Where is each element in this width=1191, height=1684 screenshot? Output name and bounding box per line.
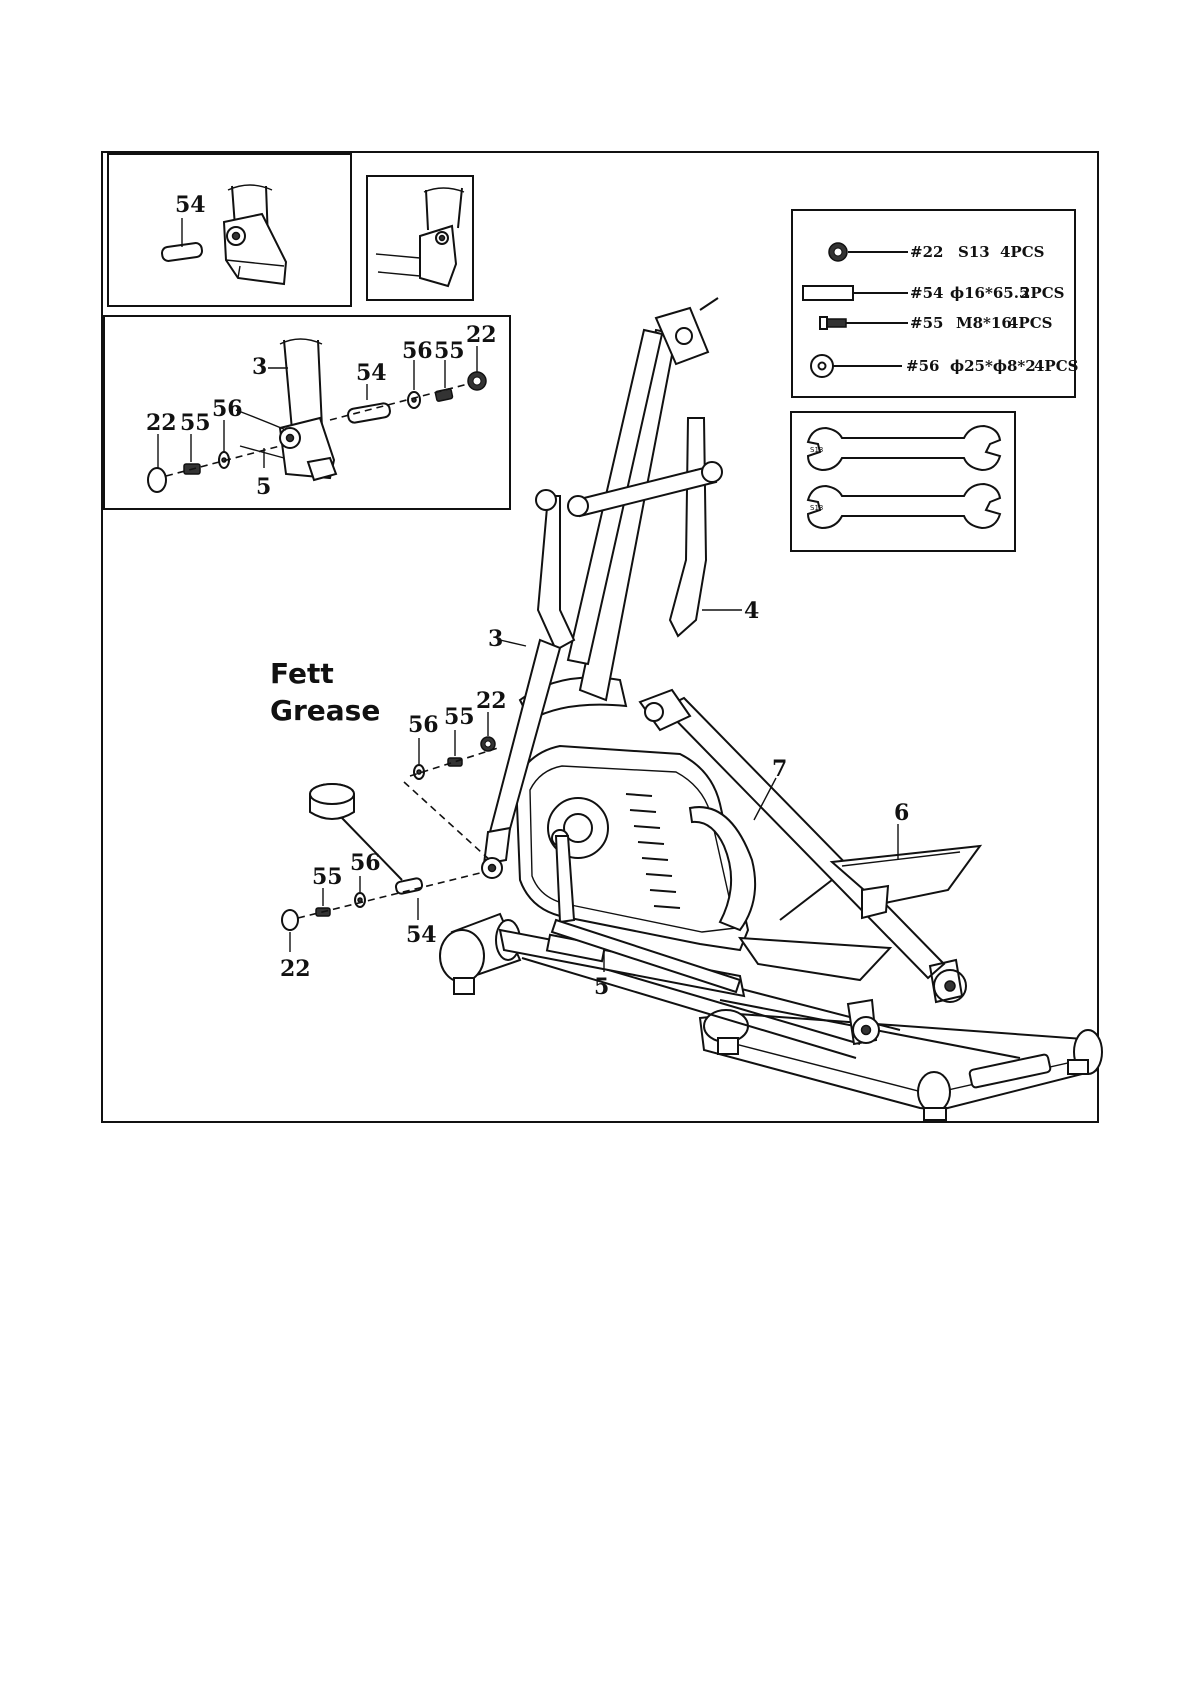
inset-pin-insertion: 54 (108, 154, 351, 306)
callout-3: 3 (488, 626, 503, 652)
inset-exploded-pivot: 3 54 56 55 22 22 55 56 5 (104, 316, 510, 509)
elliptical-machine (440, 298, 1102, 1120)
callout-4: 4 (744, 598, 759, 624)
callout-54: 54 (175, 192, 206, 218)
callout-5: 5 (256, 474, 271, 500)
svg-text:#55: #55 (910, 314, 943, 332)
inset-assembled-pivot (367, 176, 473, 300)
bolt-55 (435, 388, 453, 401)
callout-55: 55 (434, 338, 465, 364)
svg-text:#54: #54 (910, 284, 943, 302)
callout-56: 56 (408, 712, 439, 738)
callout-55-left: 55 (180, 410, 211, 436)
grease-label-fett: Fett (270, 657, 334, 690)
svg-text:#22: #22 (910, 243, 943, 261)
callout-54: 54 (356, 360, 387, 386)
svg-text:4PCS: 4PCS (1034, 357, 1079, 375)
tools-box: S13 S13 (791, 412, 1015, 551)
callout-54-lower: 54 (406, 922, 437, 948)
wrench-icon: S13 (808, 484, 1000, 528)
callout-22-lower: 22 (280, 956, 311, 982)
svg-text:S13: S13 (958, 243, 990, 261)
callout-56-lower: 56 (350, 850, 381, 876)
callout-56-left: 56 (212, 396, 243, 422)
cap-22 (282, 910, 298, 930)
bolt-icon (826, 319, 846, 327)
callout-22-left: 22 (146, 410, 177, 436)
pin-54 (395, 877, 423, 894)
svg-text:2PCS: 2PCS (1020, 284, 1065, 302)
callout-22: 22 (466, 322, 497, 348)
svg-text:ϕ25*ϕ8*2: ϕ25*ϕ8*2 (950, 357, 1036, 375)
callout-55: 55 (444, 704, 475, 730)
svg-text:ϕ16*65.5: ϕ16*65.5 (950, 284, 1029, 302)
callout-56: 56 (402, 338, 433, 364)
svg-text:4PCS: 4PCS (1008, 314, 1053, 332)
callout-5: 5 (594, 974, 609, 1000)
bolt-55 (448, 758, 462, 766)
pin-icon (803, 286, 853, 300)
callout-3: 3 (252, 354, 267, 380)
wrench-icon: S13 (808, 426, 1000, 470)
cap-22 (148, 468, 166, 492)
callout-22: 22 (476, 688, 507, 714)
hardware-list: #22 S13 4PCS #54 ϕ16*65.5 2PCS #55 M8*16… (792, 210, 1079, 397)
svg-text:#56: #56 (906, 357, 939, 375)
svg-text:4PCS: 4PCS (1000, 243, 1045, 261)
grease-label-grease: Grease (270, 694, 380, 727)
callout-6: 6 (894, 800, 909, 826)
callout-55-lower: 55 (312, 864, 343, 890)
callout-7: 7 (772, 756, 787, 782)
svg-text:S13: S13 (810, 446, 823, 454)
svg-text:M8*16: M8*16 (956, 314, 1012, 332)
svg-text:S13: S13 (810, 504, 823, 512)
